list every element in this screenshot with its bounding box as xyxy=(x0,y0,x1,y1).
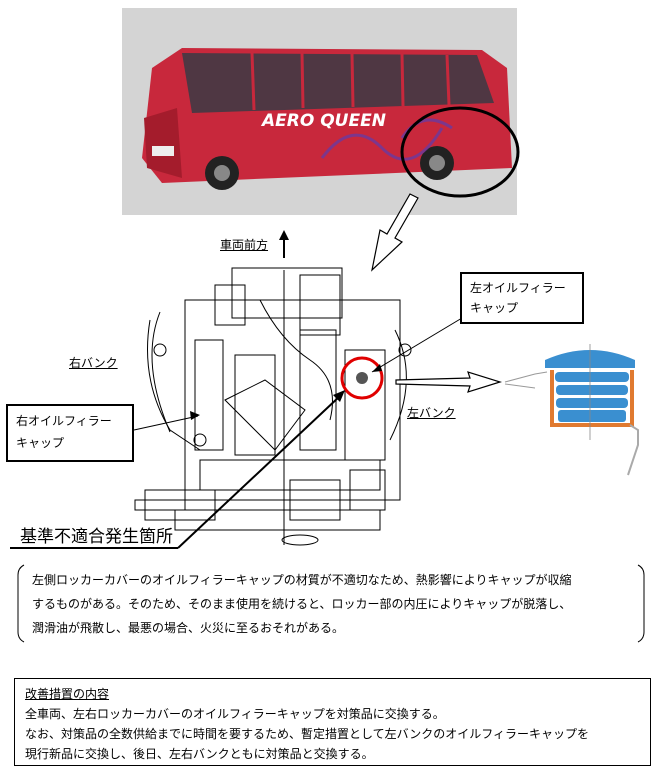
remedy-line: 全車両、左右ロッカーカバーのオイルフィラーキャップを対策品に交換する。 xyxy=(25,707,445,721)
highlight-ellipse xyxy=(400,106,520,198)
remedy-title: 改善措置の内容 xyxy=(25,687,110,701)
callout-line: 右オイルフィラー xyxy=(16,414,112,428)
oil-filler-cap-illustration xyxy=(504,344,639,476)
callout-line: 左オイルフィラー xyxy=(470,281,566,295)
callout-line: キャップ xyxy=(470,301,519,315)
remedy-box: 改善措置の内容 全車両、左右ロッカーカバーのオイルフィラーキャップを対策品に交換… xyxy=(14,678,651,766)
remedy-line: 現行新品に交換し、後日、左右バンクともに対策品と交換する。 xyxy=(25,747,374,761)
engine-drawing xyxy=(134,267,412,546)
defect-highlight-circle xyxy=(340,356,384,400)
hollow-arrow-down xyxy=(371,193,419,272)
description-brackets xyxy=(17,564,645,643)
description-line: 潤滑油が飛散し、最悪の場合、火災に至るおそれがある。 xyxy=(32,621,345,635)
left-bank-label: 左バンク xyxy=(407,406,456,420)
vehicle-front-label: 車両前方 xyxy=(220,238,269,252)
hollow-arrow-right xyxy=(395,371,503,393)
left-oil-filler-cap-callout: 左オイルフィラー キャップ xyxy=(460,272,584,324)
bus-logo-text: AERO QUEEN xyxy=(260,111,386,131)
front-arrow-icon xyxy=(279,230,289,258)
right-bank-label: 右バンク xyxy=(69,356,118,370)
defect-description: 左側ロッカーカバーのオイルフィラーキャップの材質が不適切なため、熱影響によりキャ… xyxy=(32,568,642,640)
bus-photo: AERO QUEEN xyxy=(122,8,517,215)
description-line: 左側ロッカーカバーのオイルフィラーキャップの材質が不適切なため、熱影響によりキャ… xyxy=(32,573,572,587)
defect-location-label: 基準不適合発生箇所 xyxy=(20,527,173,547)
description-line: するものがある。そのため、そのまま使用を続けると、ロッカー部の内圧によりキャップ… xyxy=(32,597,572,611)
right-oil-filler-cap-callout: 右オイルフィラー キャップ xyxy=(6,404,134,462)
callout-line: キャップ xyxy=(16,436,65,450)
remedy-line: なお、対策品の全数供給までに時間を要するため、暫定措置として左バンクのオイルフィ… xyxy=(25,727,590,741)
bus-illustration: AERO QUEEN xyxy=(142,48,512,190)
left-cap-mark xyxy=(356,372,368,384)
